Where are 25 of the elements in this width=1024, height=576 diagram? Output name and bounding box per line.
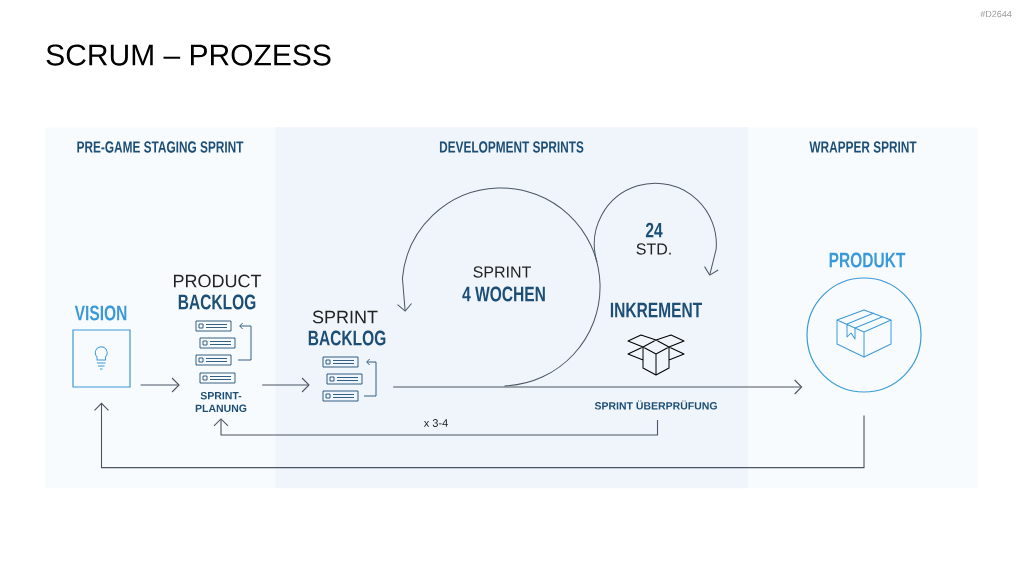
edge-label: x 3-4 <box>422 417 450 429</box>
band-heading: DEVELOPMENT SPRINTS <box>439 141 584 153</box>
cycle-arrow <box>397 187 601 387</box>
heading-text: BACKLOG <box>308 330 386 346</box>
cycle-label: 24 <box>645 222 663 238</box>
heading-text: INKREMENT <box>610 302 703 318</box>
arrow <box>140 377 180 393</box>
produkt-heading: PRODUKT <box>829 252 906 268</box>
code-label: #D2644 <box>980 10 1012 18</box>
band-heading: PRE-GAME STAGING SPRINT <box>77 141 244 153</box>
cycle-label: SPRINT <box>473 266 531 278</box>
arrow <box>261 377 310 393</box>
cycle-label: 4 WOCHEN <box>462 286 545 302</box>
title: SCRUM – PROZESS <box>46 44 331 66</box>
cycle-label: STD. <box>636 243 671 255</box>
heading-text: BACKLOG <box>178 294 256 310</box>
arrow <box>93 402 865 469</box>
band-heading: WRAPPER SPRINT <box>809 141 917 153</box>
arrow <box>392 379 803 395</box>
heading-text: SPRINT <box>312 310 378 324</box>
caption-text: SPRINT-PLANUNG <box>195 392 247 413</box>
heading-text: PRODUCT <box>174 274 262 288</box>
arrow <box>213 418 659 436</box>
cycle-arrow <box>593 182 719 276</box>
vision-heading: VISION <box>74 305 127 321</box>
